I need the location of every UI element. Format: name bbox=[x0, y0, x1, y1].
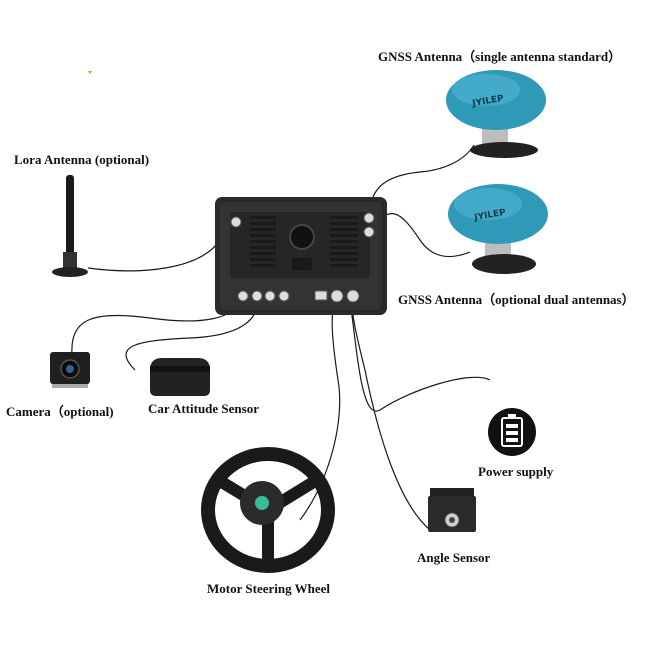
label-camera: Camera（optional) bbox=[6, 404, 114, 419]
connector-bottom-6 bbox=[330, 289, 344, 303]
gnss-antenna-single: JYILEP bbox=[446, 70, 546, 158]
label-steering-wheel: Motor Steering Wheel bbox=[207, 581, 330, 596]
steering-wheel bbox=[201, 447, 335, 573]
label-power-supply: Power supply bbox=[478, 464, 554, 479]
connector-bottom-2 bbox=[251, 290, 263, 302]
label-gnss-antenna-dual: GNSS Antenna（optional dual antennas） bbox=[398, 292, 635, 307]
connector-gnss-1 bbox=[363, 212, 375, 224]
camera bbox=[50, 352, 90, 388]
gnss-antenna-dual: JYILEP bbox=[448, 184, 548, 274]
cable-gnss1 bbox=[369, 144, 475, 211]
connector-bottom-1 bbox=[237, 290, 249, 302]
attitude-sensor bbox=[150, 358, 210, 396]
orange-mark bbox=[88, 71, 92, 74]
connector-bottom-5 bbox=[314, 290, 328, 301]
lora-antenna bbox=[52, 175, 88, 277]
controller-fan bbox=[289, 224, 315, 250]
connector-top-left bbox=[230, 216, 242, 228]
cable-power bbox=[349, 299, 491, 412]
controller-unit bbox=[215, 197, 387, 315]
label-gnss-antenna-single: GNSS Antenna（single antenna standard） bbox=[378, 49, 622, 64]
label-attitude-sensor: Car Attitude Sensor bbox=[148, 401, 259, 416]
steering-wheel-rim bbox=[201, 447, 335, 573]
label-angle-sensor: Angle Sensor bbox=[417, 550, 491, 565]
cable-attitude bbox=[125, 299, 259, 371]
connector-bottom-3 bbox=[264, 290, 276, 302]
cable-lora bbox=[87, 239, 221, 272]
angle-sensor bbox=[428, 488, 476, 532]
connector-bottom-7 bbox=[346, 289, 360, 303]
power-supply-icon bbox=[488, 408, 536, 456]
label-lora-antenna: Lora Antenna (optional) bbox=[14, 152, 150, 167]
connector-gnss-2 bbox=[363, 226, 375, 238]
connector-bottom-4 bbox=[278, 290, 290, 302]
cable-angle bbox=[351, 299, 431, 531]
